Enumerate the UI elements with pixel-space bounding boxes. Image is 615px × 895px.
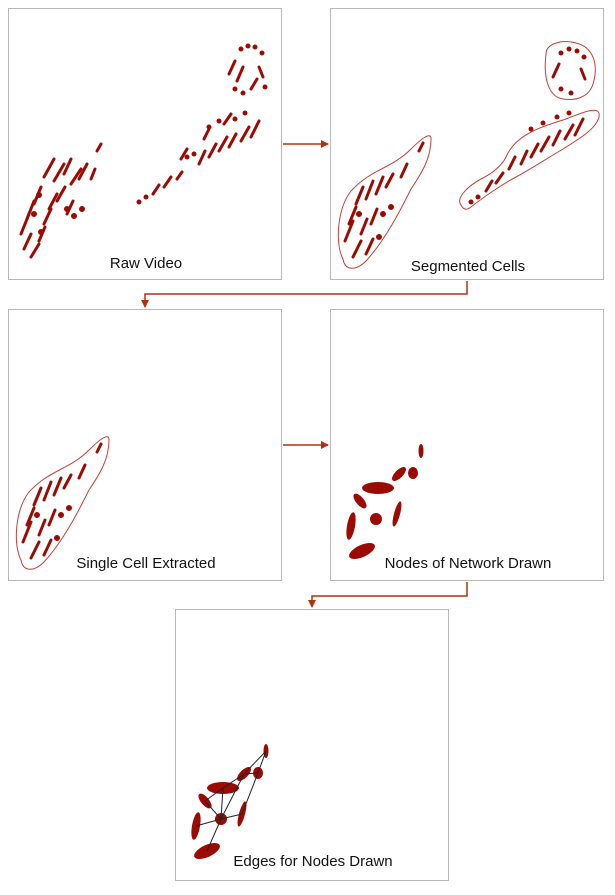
edge xyxy=(222,773,245,789)
edge xyxy=(241,772,259,815)
edge xyxy=(243,772,259,775)
edge xyxy=(220,787,224,820)
cell-b-organelles xyxy=(136,43,268,205)
segmented-cells-caption: Segmented Cells xyxy=(411,258,525,275)
cell-c-outline xyxy=(544,41,596,100)
cell-a-outline xyxy=(337,135,432,269)
arrow-segmented-to-single xyxy=(141,281,468,308)
raw-video-caption: Raw Video xyxy=(110,255,182,272)
node xyxy=(362,482,394,494)
network-nodes xyxy=(346,444,424,560)
cell-b-outline xyxy=(459,109,600,210)
edge xyxy=(220,813,243,820)
node xyxy=(392,501,402,527)
panel-edges: Edges for Nodes Drawn xyxy=(175,609,449,881)
edge xyxy=(243,750,267,775)
node xyxy=(408,467,418,479)
nodes-image: Nodes of Network Drawn xyxy=(346,444,552,572)
segmented-organelles xyxy=(343,46,587,259)
panel-nodes: Nodes of Network Drawn xyxy=(330,309,604,581)
single-cell-organelles xyxy=(21,442,103,560)
single-cell-outline xyxy=(15,436,110,570)
node xyxy=(346,512,356,540)
panel-raw-video: Raw Video xyxy=(8,8,282,280)
segmented-cells-image: Segmented Cells xyxy=(337,41,600,275)
network-edges xyxy=(195,750,267,852)
edges-caption: Edges for Nodes Drawn xyxy=(233,853,392,870)
edge xyxy=(195,818,222,827)
edge xyxy=(204,787,224,802)
node xyxy=(353,493,367,509)
node xyxy=(370,513,382,525)
node xyxy=(349,542,375,560)
panel-segmented-cells: Segmented Cells xyxy=(330,8,604,280)
arrow-nodes-to-edges xyxy=(308,582,468,608)
cell-a-organelles xyxy=(19,142,103,259)
edge xyxy=(206,818,222,852)
edge xyxy=(204,800,222,820)
panel-single-cell: Single Cell Extracted xyxy=(8,309,282,581)
node xyxy=(392,467,406,481)
edge xyxy=(257,750,267,774)
nodes-caption: Nodes of Network Drawn xyxy=(385,555,552,572)
single-cell-image: Single Cell Extracted xyxy=(15,436,216,572)
edge xyxy=(220,773,245,820)
node xyxy=(418,444,424,458)
single-cell-caption: Single Cell Extracted xyxy=(76,555,215,572)
raw-video-image: Raw Video xyxy=(19,43,268,272)
edges-image: Edges for Nodes Drawn xyxy=(191,744,393,870)
